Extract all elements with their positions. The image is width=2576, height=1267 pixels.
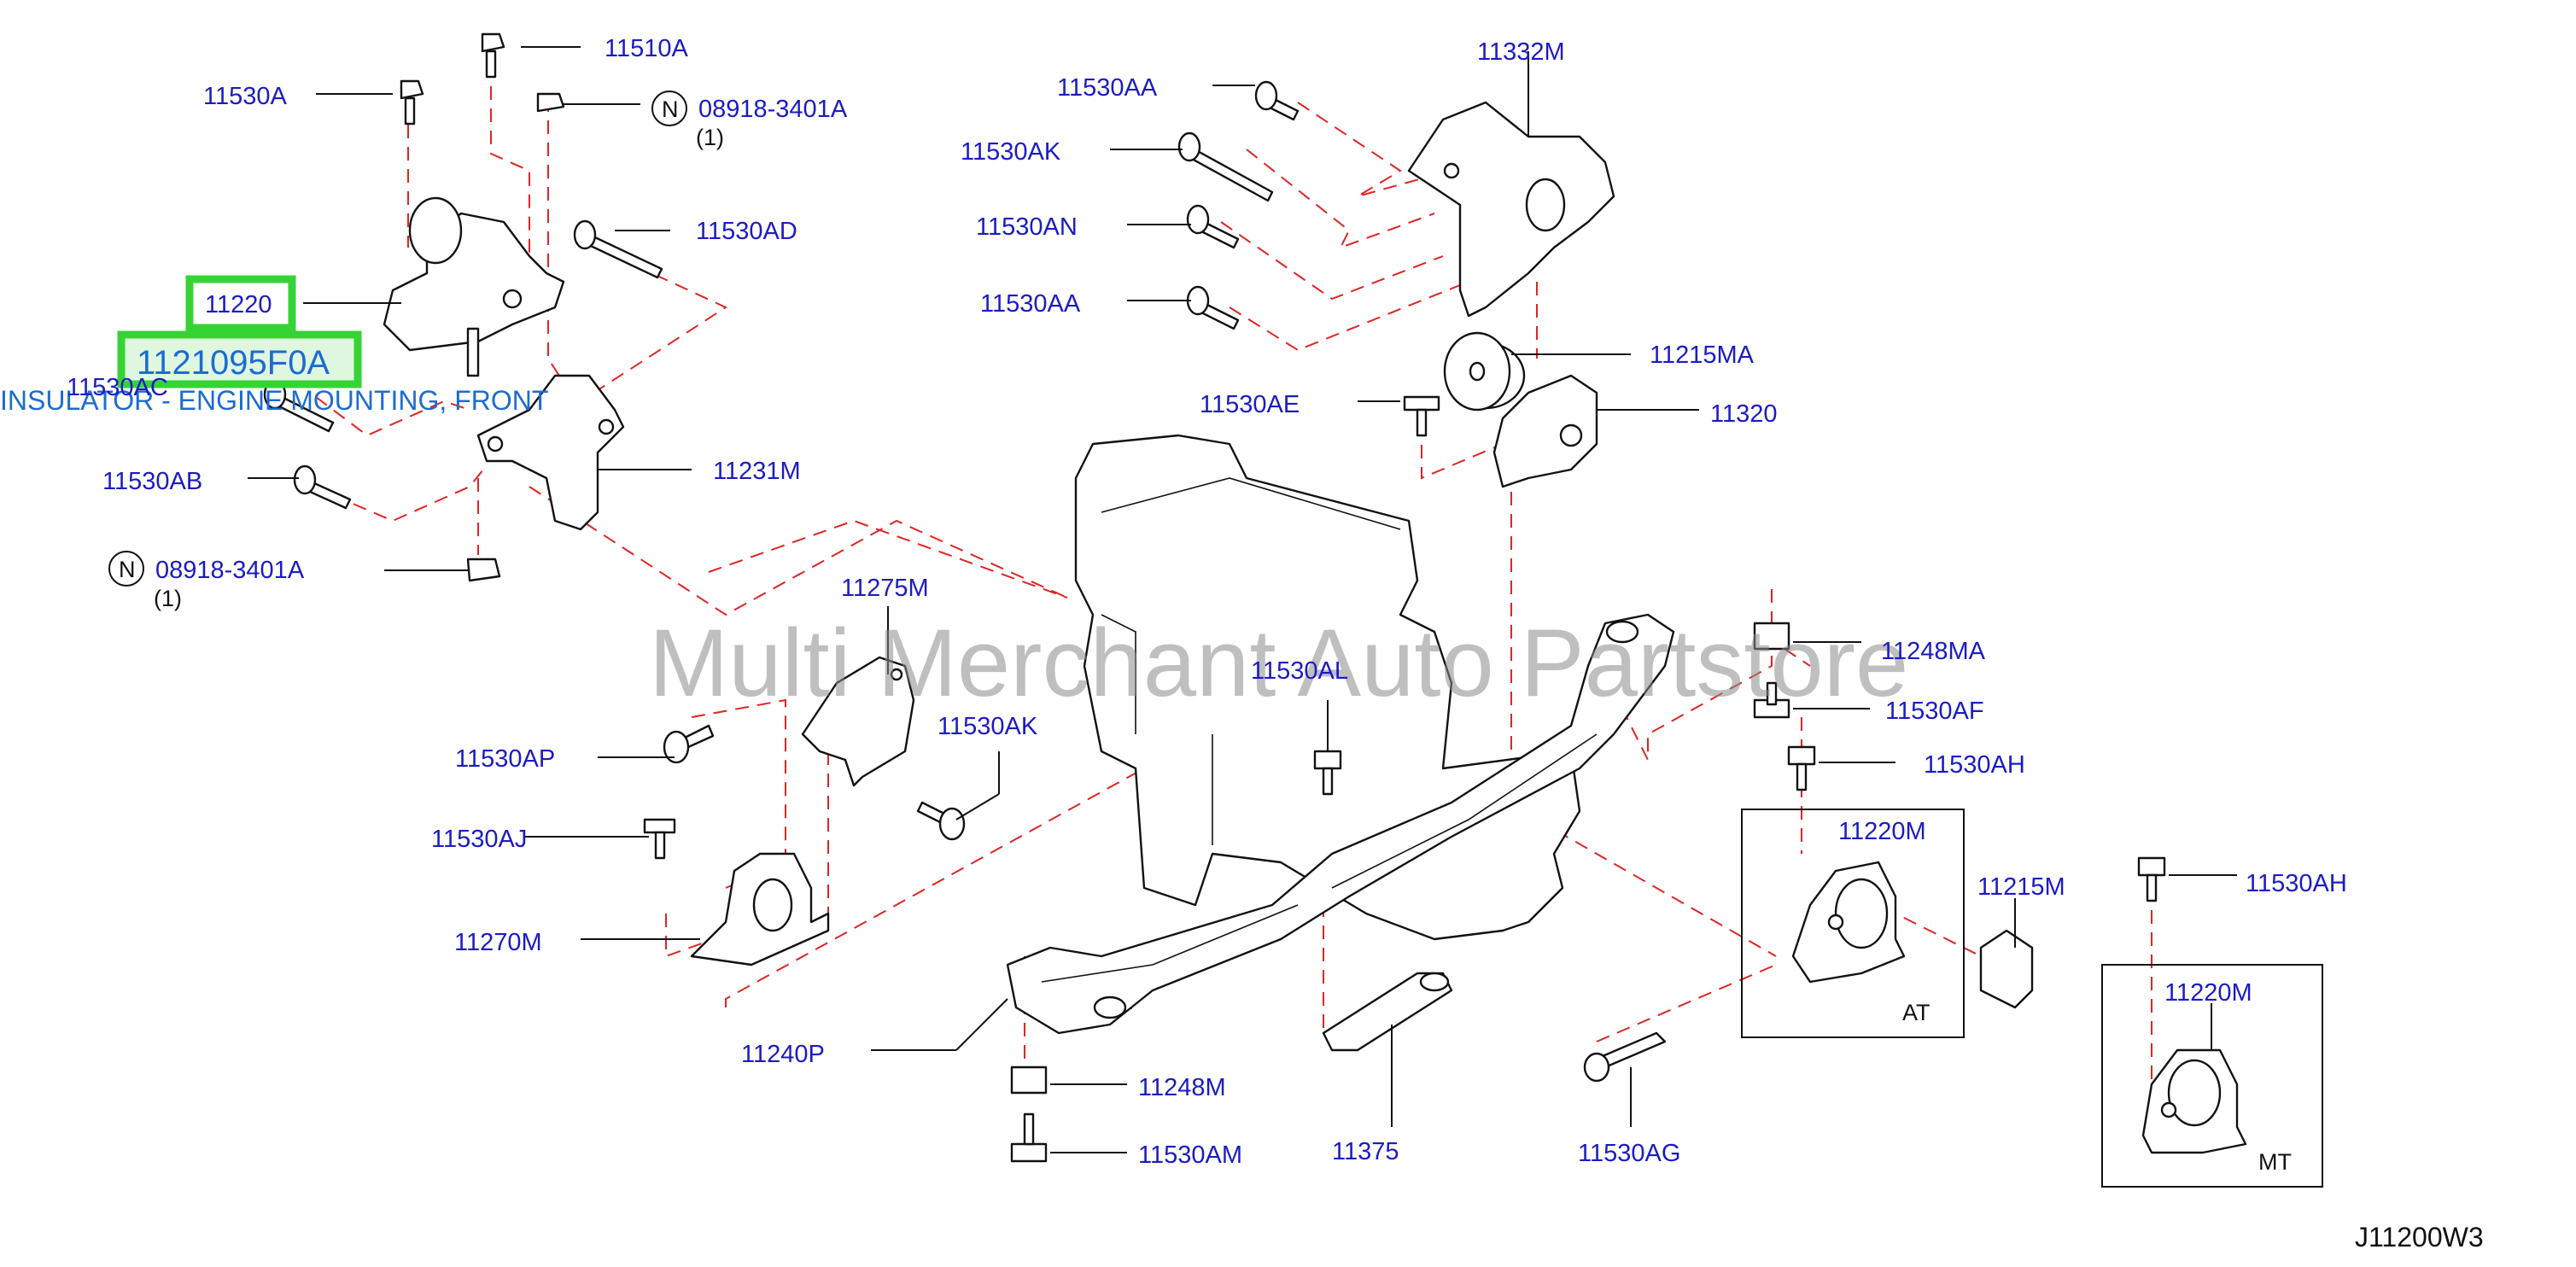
label-08918-3401a-bottom[interactable]: 08918-3401A xyxy=(155,557,305,584)
label-08918-3401a-top[interactable]: 08918-3401A xyxy=(698,96,848,123)
insulator-11270m xyxy=(690,852,830,966)
bolt-icon xyxy=(916,801,966,841)
highlight-callout-label[interactable]: 11220 xyxy=(205,291,272,318)
subframe-member xyxy=(1006,613,1675,1035)
label-11530aa-top[interactable]: 11530AA xyxy=(1057,74,1158,102)
label-11248m[interactable]: 11248M xyxy=(1138,1074,1226,1101)
label-08918-bottom-qty: (1) xyxy=(154,586,182,611)
leader-lines xyxy=(248,46,2237,1153)
label-08918-top-qty: (1) xyxy=(696,125,724,150)
label-11248ma[interactable]: 11248MA xyxy=(1881,638,1986,665)
label-11530ah-2[interactable]: 11530AH xyxy=(2246,870,2347,897)
label-11220m-at[interactable]: 11220M xyxy=(1838,818,1926,845)
nut-icon xyxy=(466,558,501,582)
nut-icon xyxy=(1753,622,1790,651)
bolt-icon xyxy=(1177,131,1274,202)
washer-11215ma xyxy=(1443,331,1511,412)
label-11530ab[interactable]: 11530AB xyxy=(102,468,202,495)
nut-icon xyxy=(536,92,565,113)
bolt-icon xyxy=(481,32,505,79)
bolt-icon xyxy=(1753,681,1790,719)
highlight-part-number[interactable]: 1121095F0A xyxy=(137,344,330,382)
label-11510a[interactable]: 11510A xyxy=(605,35,688,62)
bolt-icon xyxy=(293,464,352,510)
label-11530ak-middle[interactable]: 11530AK xyxy=(938,713,1038,740)
label-11530ah-1[interactable]: 11530AH xyxy=(1924,751,2025,779)
n-badge-top-letter: N xyxy=(662,96,679,122)
label-11332m[interactable]: 11332M xyxy=(1477,38,1565,66)
label-11530a[interactable]: 11530A xyxy=(203,83,287,110)
bolt-icon xyxy=(1186,285,1240,330)
nut-icon xyxy=(1010,1066,1048,1095)
highlight-description: INSULATOR - ENGINE MOUNTING, FRONT xyxy=(0,385,548,416)
n-badge-bottom xyxy=(108,551,144,587)
bracket-11275m xyxy=(801,656,915,787)
label-11375[interactable]: 11375 xyxy=(1332,1138,1399,1165)
bolt-icon xyxy=(1403,395,1440,437)
bracket-11215m xyxy=(1979,929,2034,1009)
diagram-code: J11200W3 xyxy=(2355,1222,2484,1252)
label-11320[interactable]: 11320 xyxy=(1710,400,1778,428)
label-11530ag[interactable]: 11530AG xyxy=(1578,1140,1680,1167)
stopper-11375 xyxy=(1322,972,1453,1052)
highlight-box-partnumber[interactable] xyxy=(117,330,362,388)
insulator-11220m-at xyxy=(1791,861,1906,984)
at-variant-box xyxy=(1741,809,1965,1038)
bolt-icon xyxy=(643,818,676,860)
mount-bracket-11231m xyxy=(476,374,625,531)
label-mt: MT xyxy=(2258,1149,2292,1175)
highlight-box-callout[interactable] xyxy=(185,275,296,332)
highlight-partnumber-bg xyxy=(121,335,358,384)
label-11530ae[interactable]: 11530AE xyxy=(1200,391,1300,418)
label-11530am[interactable]: 11530AM xyxy=(1138,1141,1242,1169)
label-11275m[interactable]: 11275M xyxy=(841,575,929,602)
label-11530al[interactable]: 11530AL xyxy=(1251,657,1348,685)
n-badge-top xyxy=(651,90,687,126)
label-11231m[interactable]: 11231M xyxy=(713,458,801,485)
watermark: Multi Merchant Auto Partstore xyxy=(649,610,1908,716)
label-11240p[interactable]: 11240P xyxy=(741,1041,825,1068)
label-11530ap[interactable]: 11530AP xyxy=(455,745,555,773)
bolt-11530ag xyxy=(1583,1031,1667,1083)
bracket-11332m xyxy=(1407,101,1615,318)
label-11530an[interactable]: 11530AN xyxy=(976,213,1078,241)
bolt-icon xyxy=(1010,1112,1048,1163)
label-11220m-mt[interactable]: 11220M xyxy=(2164,979,2252,1007)
part-labels: 11510A 11530A N 08918-3401A (1) 11530AD … xyxy=(67,35,2347,1175)
label-11530af[interactable]: 11530AF xyxy=(1885,698,1984,725)
label-11270m[interactable]: 11270M xyxy=(454,929,542,956)
mt-variant-box xyxy=(2101,964,2323,1188)
label-11215ma[interactable]: 11215MA xyxy=(1650,342,1755,369)
bolt-icon xyxy=(1787,745,1816,791)
bolt-icon xyxy=(1186,204,1240,249)
bolt-icon xyxy=(1313,750,1342,796)
label-11530aa-bottom[interactable]: 11530AA xyxy=(980,290,1081,318)
bolt-icon xyxy=(573,219,663,279)
n-badge-bottom-letter: N xyxy=(119,557,136,582)
bolt-icon xyxy=(400,79,424,126)
insulator-11220 xyxy=(383,196,565,377)
label-11530aj[interactable]: 11530AJ xyxy=(431,826,527,853)
label-11530ak-top[interactable]: 11530AK xyxy=(961,138,1061,166)
assembly-lines xyxy=(315,64,2153,1110)
label-11530ac[interactable]: 11530AC xyxy=(67,374,168,401)
label-11530ad[interactable]: 11530AD xyxy=(696,218,797,245)
insulator-11220m-mt xyxy=(2141,1048,2247,1154)
bolt-icon xyxy=(2137,856,2166,902)
bolt-icon xyxy=(1254,80,1300,121)
label-11215m[interactable]: 11215M xyxy=(1977,873,2065,901)
label-at: AT xyxy=(1902,1000,1931,1025)
fasteners xyxy=(263,32,2166,1163)
bolt-icon xyxy=(663,724,715,764)
